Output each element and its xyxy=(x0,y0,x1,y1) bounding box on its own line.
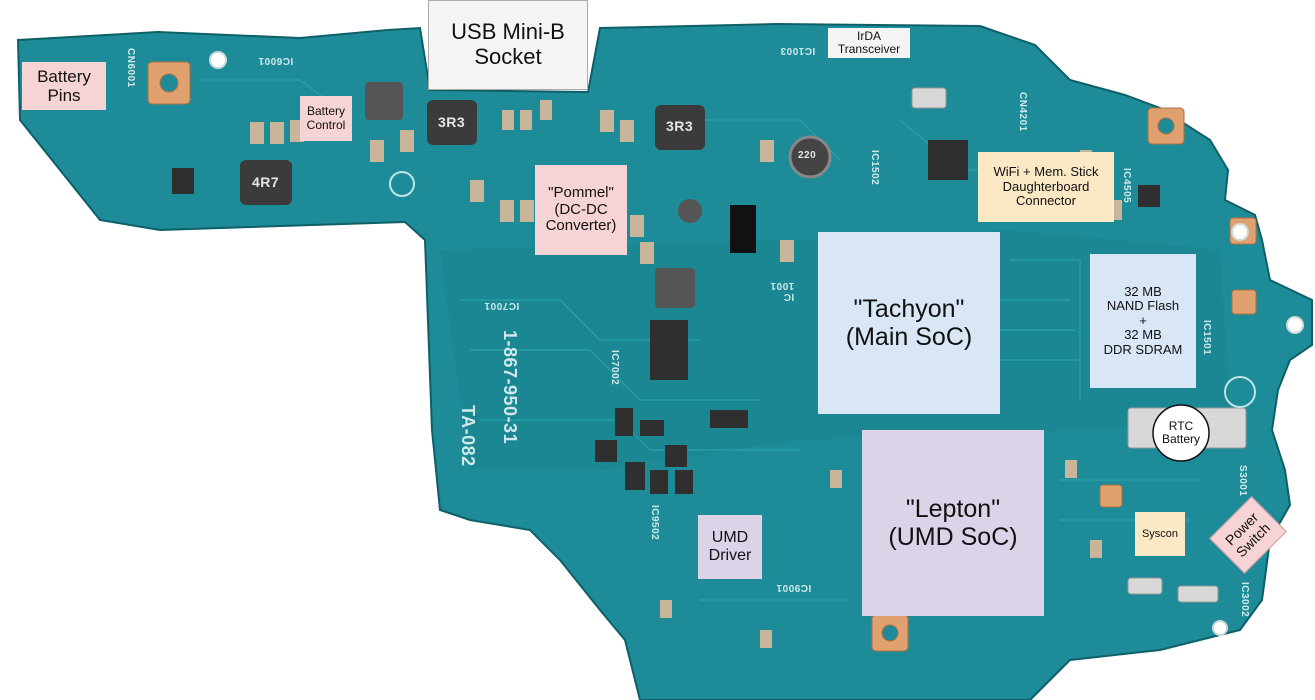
label-battery-pins-text: Battery Pins xyxy=(37,66,91,105)
label-irda-text: IrDA Transceiver xyxy=(837,28,901,56)
label-tachyon: "Tachyon" (Main SoC) xyxy=(818,232,1000,414)
label-rtc-battery: RTC Battery xyxy=(1153,405,1209,461)
label-irda: IrDA Transceiver xyxy=(828,28,910,58)
label-tachyon-text: "Tachyon" (Main SoC) xyxy=(845,295,973,351)
silk-s3001: S3001 xyxy=(1237,465,1248,497)
silk-ic7002: IC7002 xyxy=(609,350,620,386)
silk-ic9001: IC9001 xyxy=(776,582,812,593)
label-wifi-connector: WiFi + Mem. Stick Daughterboard Connecto… xyxy=(978,152,1114,222)
silk-ic6001: IC6001 xyxy=(258,55,294,66)
silk-ic1502: IC1502 xyxy=(869,150,880,186)
silk-ic1501: IC1501 xyxy=(1201,320,1212,356)
label-usb-socket: USB Mini-B Socket xyxy=(428,0,588,90)
label-wifi-connector-text: WiFi + Mem. Stick Daughterboard Connecto… xyxy=(993,164,1099,209)
label-pommel: "Pommel" (DC-DC Converter) xyxy=(535,165,627,255)
silk-inductor-3r3-a: 3R3 xyxy=(438,114,466,130)
silk-ic1003: IC1003 xyxy=(780,45,816,56)
label-battery-control: Battery Control xyxy=(300,96,352,141)
rtc-battery-marker xyxy=(1152,404,1210,462)
silk-ic7001: IC7001 xyxy=(484,300,520,311)
silk-cn6001: CN6001 xyxy=(125,48,136,88)
board-logo-circle xyxy=(1224,376,1256,408)
label-pommel-text: "Pommel" (DC-DC Converter) xyxy=(545,183,617,235)
silk-ic9502: IC9502 xyxy=(649,505,660,541)
label-usb-socket-text: USB Mini-B Socket xyxy=(451,19,565,69)
silk-cn4201: CN4201 xyxy=(1017,92,1028,132)
board-number-circle xyxy=(389,171,415,197)
silk-ic4505: IC4505 xyxy=(1121,168,1132,204)
silk-ic3002: IC3002 xyxy=(1239,582,1250,618)
label-syscon-text: Syscon xyxy=(1141,527,1179,540)
silk-ic1001: IC 1001 xyxy=(770,280,795,302)
label-syscon: Syscon xyxy=(1135,512,1185,556)
silk-part-number: TA-082 xyxy=(458,405,478,467)
label-memory: 32 MB NAND Flash + 32 MB DDR SDRAM xyxy=(1090,254,1196,388)
label-battery-pins: Battery Pins xyxy=(22,62,106,110)
label-battery-control-text: Battery Control xyxy=(306,104,346,132)
label-rtc-battery-text: RTC Battery xyxy=(1161,418,1200,446)
small-chips xyxy=(172,140,1160,494)
label-lepton: "Lepton" (UMD SoC) xyxy=(862,430,1044,616)
label-umd-driver: UMD Driver xyxy=(698,515,762,579)
label-memory-text: 32 MB NAND Flash + 32 MB DDR SDRAM xyxy=(1103,283,1183,357)
silk-inductor-3r3-b: 3R3 xyxy=(666,118,694,134)
label-umd-driver-text: UMD Driver xyxy=(708,529,752,564)
silk-inductor-220: 220 xyxy=(798,150,817,161)
silk-serial: 1-867-950-31 xyxy=(500,330,520,445)
copper-pads xyxy=(147,61,1257,652)
silk-inductor-4r7: 4R7 xyxy=(252,174,280,190)
inductors xyxy=(240,82,832,308)
label-lepton-text: "Lepton" (UMD SoC) xyxy=(888,495,1018,551)
